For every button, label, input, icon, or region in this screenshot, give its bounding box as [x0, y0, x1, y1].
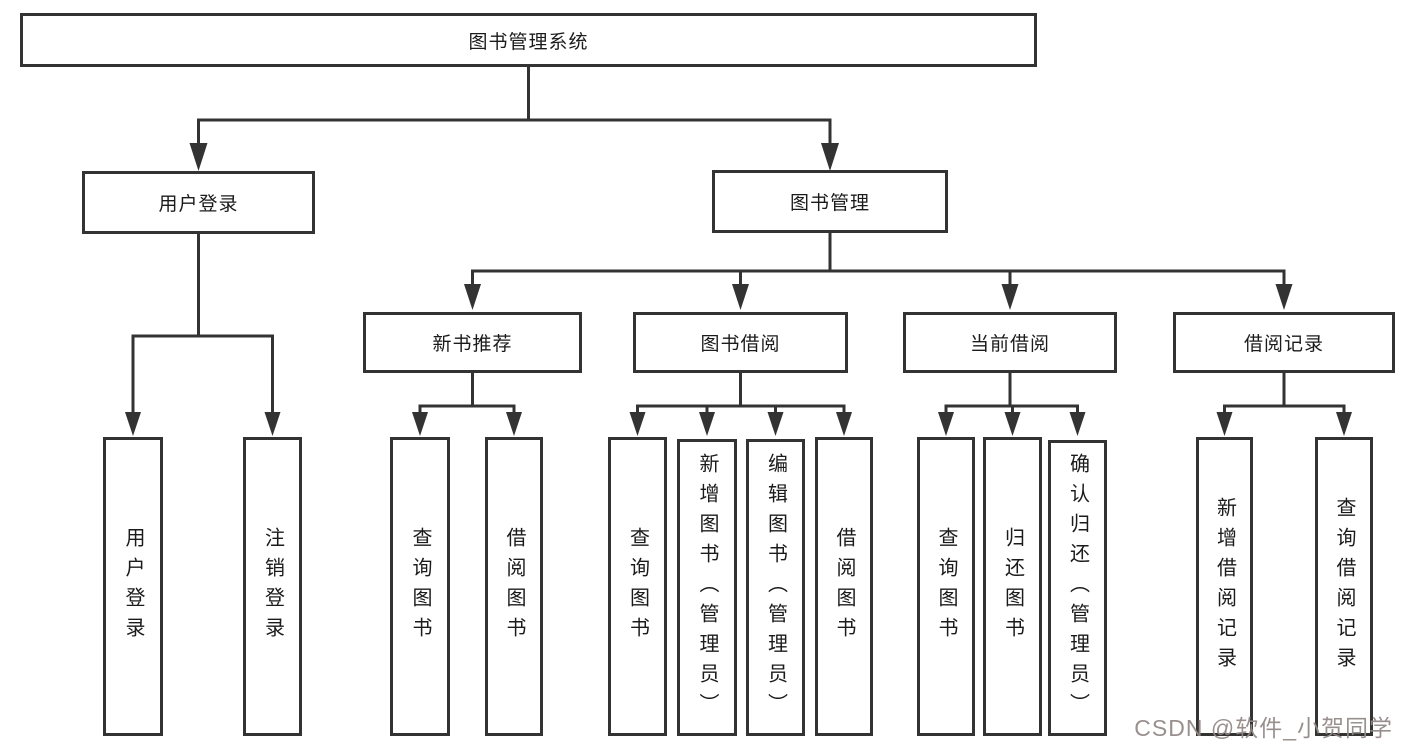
node-label: 图书管理 [789, 193, 870, 214]
leaf-user-login: 用户登录 [103, 437, 163, 736]
leaf-return-books: 归还图书 [983, 437, 1042, 736]
node-label: 查询借阅记录 [1333, 496, 1355, 677]
leaf-query-books-current: 查询图书 [917, 437, 975, 736]
leaf-logout: 注销登录 [243, 437, 302, 736]
node-book-management: 图书管理 [712, 170, 948, 233]
node-label: 编辑图书（管理员） [764, 452, 787, 723]
leaf-borrow-books-borrowing: 借阅图书 [815, 437, 873, 736]
node-user-login: 用户登录 [82, 171, 315, 234]
connector-book-management-children [464, 233, 1293, 310]
node-label: 查询图书 [409, 526, 431, 647]
node-label: 用户登录 [158, 194, 239, 215]
csdn-watermark: CSDN @软件_小贺同学 [1134, 715, 1393, 741]
connector-book-borrowing-children [629, 373, 852, 436]
leaf-borrow-books-recommend: 借阅图书 [485, 437, 543, 736]
connector-user-login-children [125, 234, 281, 436]
node-label: 当前借阅 [969, 334, 1050, 355]
node-label: 借阅记录 [1243, 334, 1324, 355]
leaf-query-books-recommend: 查询图书 [390, 437, 450, 736]
node-label: 用户登录 [122, 526, 144, 647]
node-book-borrowing: 图书借阅 [633, 312, 848, 373]
connector-new-book-recommend-children [412, 373, 522, 436]
leaf-add-books-admin: 新增图书（管理员） [677, 439, 737, 736]
node-label: 新增借阅记录 [1213, 496, 1236, 677]
node-label: 确认归还（管理员） [1066, 453, 1089, 723]
connector-root-to-level2 [189, 67, 839, 171]
leaf-query-borrow-record: 查询借阅记录 [1315, 437, 1373, 736]
connector-borrow-records-children [1216, 373, 1352, 436]
node-borrow-records: 借阅记录 [1173, 312, 1395, 373]
node-label: 查询图书 [935, 526, 957, 647]
node-library-management-system: 图书管理系统 [20, 13, 1037, 67]
leaf-query-books-borrowing: 查询图书 [608, 437, 667, 736]
node-label: 归还图书 [1001, 526, 1024, 647]
leaf-confirm-return-admin: 确认归还（管理员） [1048, 440, 1107, 736]
node-label: 新书推荐 [432, 334, 513, 355]
node-label: 借阅图书 [503, 526, 525, 647]
node-label: 查询图书 [626, 526, 649, 647]
leaf-edit-books-admin: 编辑图书（管理员） [746, 439, 805, 736]
node-new-book-recommend: 新书推荐 [363, 312, 582, 373]
connector-current-borrowing-children [938, 373, 1086, 436]
node-label: 借阅图书 [833, 526, 855, 647]
node-current-borrowing: 当前借阅 [903, 312, 1117, 373]
node-label: 图书管理系统 [468, 31, 589, 53]
leaf-add-borrow-record: 新增借阅记录 [1196, 437, 1253, 736]
node-label: 图书借阅 [700, 334, 781, 355]
node-label: 注销登录 [261, 526, 284, 647]
node-label: 新增图书（管理员） [696, 452, 718, 723]
